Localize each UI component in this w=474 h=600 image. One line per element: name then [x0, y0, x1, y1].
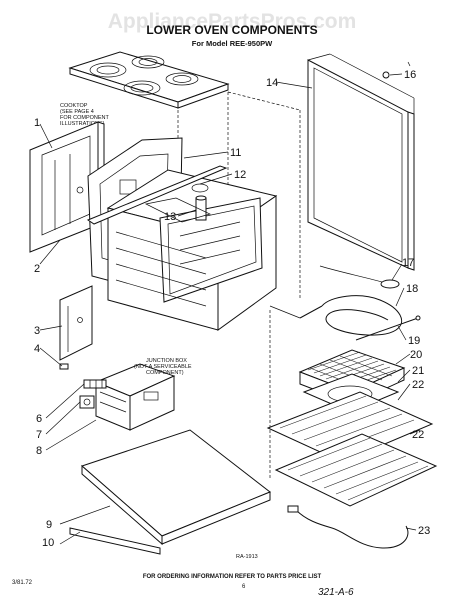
svg-text:COMPONENT): COMPONENT) [146, 370, 184, 376]
part-label-20: 20 [410, 349, 422, 361]
terminal-bracket-drawing [79, 395, 95, 409]
model-subtitle: For Model REE-950PW [192, 39, 273, 48]
svg-text:FOR COMPONENT: FOR COMPONENT [60, 115, 110, 121]
part-label-6: 6 [36, 413, 42, 425]
svg-text:ILLUSTRATIONS): ILLUSTRATIONS) [60, 121, 105, 127]
part-label-7: 7 [36, 429, 42, 441]
kick-strip-drawing [69, 527, 161, 555]
leader-lines [39, 73, 421, 545]
oven-cavity-drawing [86, 165, 278, 331]
part-label-4: 4 [34, 343, 40, 355]
part-label-10: 10 [42, 537, 54, 549]
oven-racks-drawing [266, 391, 438, 507]
sensor-drawing [319, 265, 400, 289]
handwritten-ref: 321-A-6 [318, 587, 354, 598]
part-label-22b: 22 [412, 429, 424, 441]
footer-page-mark: 6 [242, 584, 246, 590]
svg-text:(SEE PAGE 4: (SEE PAGE 4 [60, 109, 94, 115]
bottom-panel-drawing [81, 429, 271, 546]
bolt-drawing [382, 71, 390, 79]
part-label-8: 8 [36, 445, 42, 457]
part-label-17: 17 [402, 257, 414, 269]
svg-text:COOKTOP: COOKTOP [60, 103, 88, 109]
part-label-3: 3 [34, 325, 40, 337]
bake-element-drawing [355, 315, 421, 341]
part-label-18: 18 [406, 283, 418, 295]
part-label-2: 2 [34, 263, 40, 275]
tick-mark [407, 61, 411, 67]
svg-text:JUNCTION BOX: JUNCTION BOX [146, 358, 187, 364]
broil-element-drawing [269, 295, 402, 336]
drawing-reference: RA-1913 [236, 554, 258, 560]
diagram-title: LOWER OVEN COMPONENTS [146, 23, 317, 37]
screw-drawing [59, 363, 69, 370]
wire-harness-drawing [287, 505, 409, 549]
part-label-23: 23 [418, 525, 430, 537]
cooktop-drawing [68, 51, 230, 109]
part-label-1: 1 [34, 117, 40, 129]
part-label-12: 12 [234, 169, 246, 181]
footer-left-code: 3/81.72 [12, 580, 33, 586]
part-label-21: 21 [412, 365, 424, 377]
part-label-22a: 22 [412, 379, 424, 391]
bracket-drawing [59, 285, 93, 361]
part-label-16: 16 [404, 69, 416, 81]
junction-box-drawing [94, 363, 176, 431]
part-number-labels: 1 2 3 4 6 7 8 9 10 11 12 13 14 16 17 18 … [34, 69, 430, 549]
part-label-13: 13 [164, 211, 176, 223]
back-wall-drawing [307, 53, 415, 271]
cooktop-note: COOKTOP (SEE PAGE 4 FOR COMPONENT ILLUST… [60, 103, 110, 127]
part-label-9: 9 [46, 519, 52, 531]
part-label-14: 14 [266, 77, 278, 89]
part-label-19: 19 [408, 335, 420, 347]
svg-text:(NOT A SERVICEABLE: (NOT A SERVICEABLE [134, 364, 192, 370]
terminal-block-drawing [83, 379, 107, 389]
vent-tube-drawing [144, 195, 211, 223]
ordering-note: FOR ORDERING INFORMATION REFER TO PARTS … [143, 574, 322, 580]
watermark-text: AppliancePartsPros.com [108, 10, 357, 33]
junction-box-note: JUNCTION BOX (NOT A SERVICEABLE COMPONEN… [134, 358, 192, 376]
part-label-11: 11 [230, 147, 241, 159]
